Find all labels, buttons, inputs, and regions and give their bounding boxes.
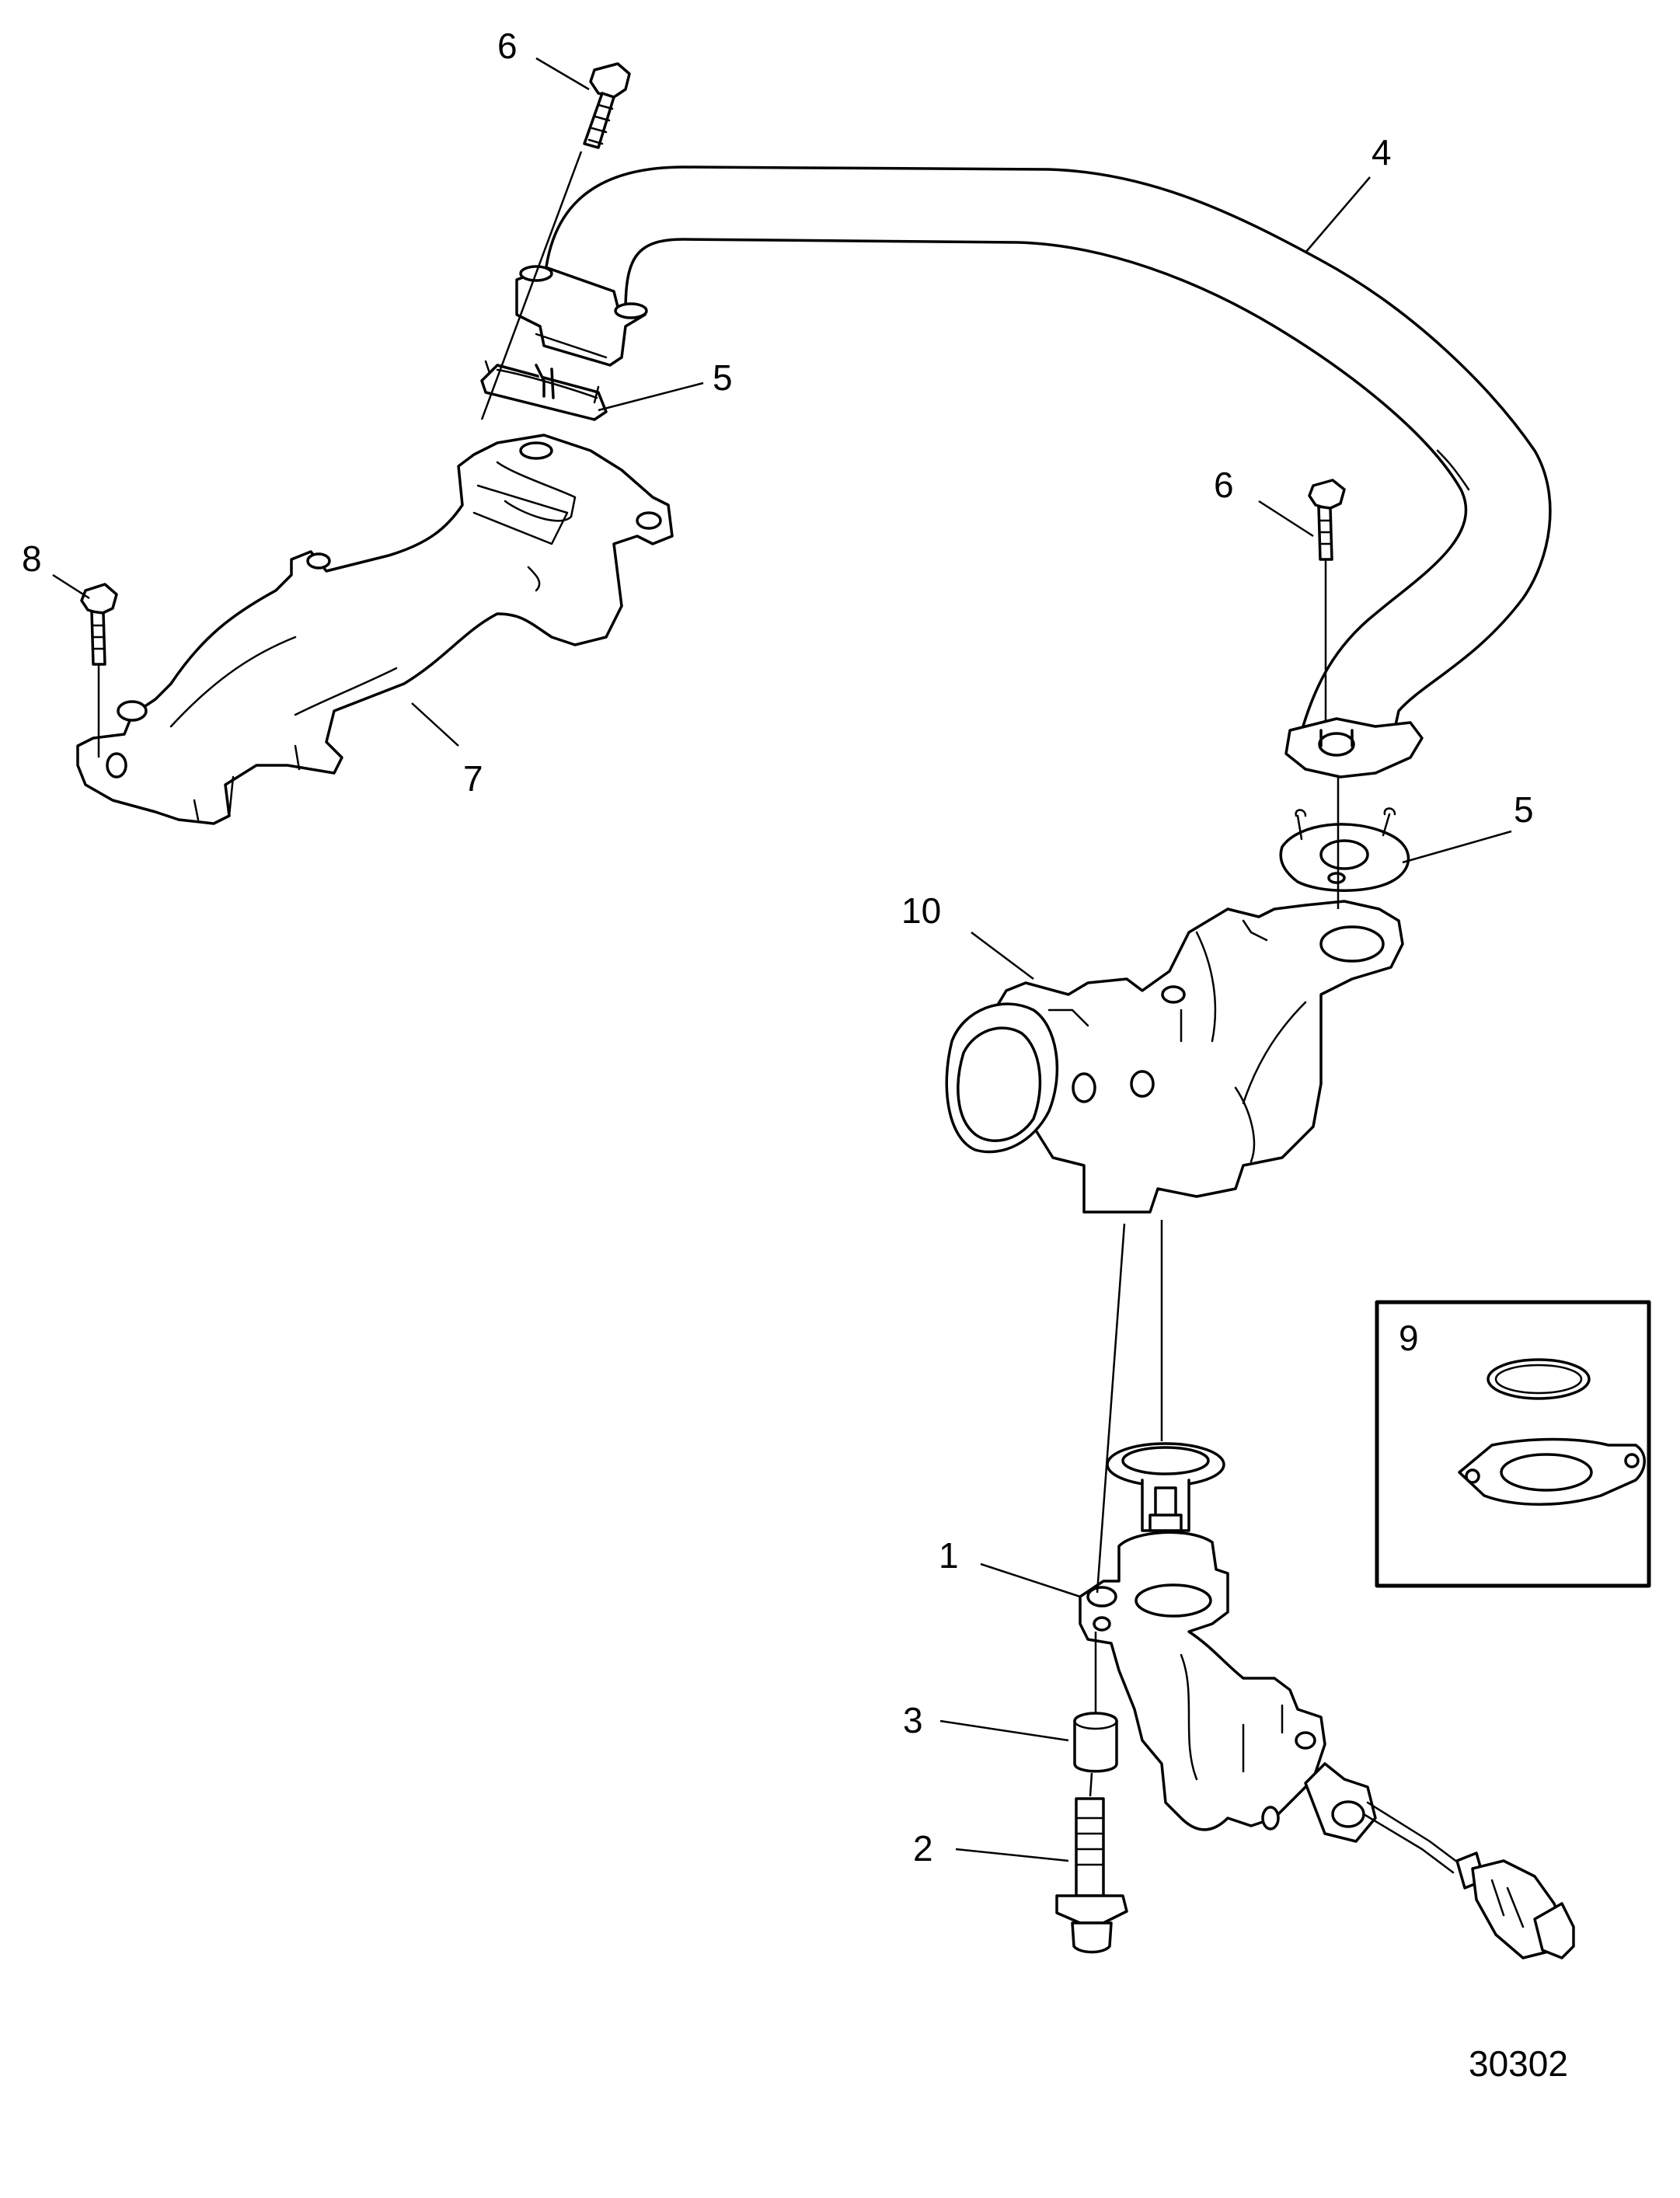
gasket-upper[interactable] <box>480 360 608 421</box>
assembly-axis-lines <box>97 151 1340 1797</box>
callout-1: 1 <box>939 1535 959 1576</box>
callout-10: 10 <box>901 890 941 931</box>
spacer[interactable] <box>1073 1712 1118 1773</box>
callout-2: 2 <box>913 1828 933 1869</box>
cap-screw-lower-right[interactable] <box>1308 479 1346 561</box>
gasket-kit-inset[interactable] <box>1375 1300 1651 1588</box>
thermostat[interactable] <box>1106 1442 1225 1532</box>
callout-3: 3 <box>903 1700 923 1740</box>
temperature-sender-harness[interactable] <box>1362 1801 1575 1959</box>
callout-6-lower: 6 <box>1214 465 1234 505</box>
crossover-pipe[interactable] <box>542 165 1552 747</box>
callouts: 6 4 5 6 8 7 5 10 9 1 3 2 <box>22 26 1534 1869</box>
leader-lines <box>52 57 1512 1862</box>
callout-9: 9 <box>1399 1318 1419 1358</box>
cap-screw-elbow[interactable] <box>80 583 118 666</box>
kit-flange-gasket <box>1458 1437 1646 1506</box>
callout-4: 4 <box>1372 132 1392 172</box>
exhaust-manifold[interactable] <box>945 900 1404 1214</box>
housing-bolt[interactable] <box>1055 1797 1128 1954</box>
callout-5-upper: 5 <box>713 357 733 398</box>
drawing-number: 30302 <box>1469 2043 1568 2084</box>
kit-round-gasket <box>1487 1358 1591 1400</box>
cap-screw-upper-left[interactable] <box>583 62 631 149</box>
gasket-lower[interactable] <box>1279 807 1410 892</box>
thermostat-housing[interactable] <box>1079 1531 1377 1843</box>
pipe-flange-upper <box>515 265 648 367</box>
callout-5-lower: 5 <box>1514 789 1534 830</box>
callout-7: 7 <box>463 758 483 799</box>
callout-6-upper: 6 <box>497 26 518 66</box>
exhaust-elbow[interactable] <box>76 434 674 825</box>
pipe-flange-lower <box>1284 717 1424 779</box>
callout-8: 8 <box>22 538 42 579</box>
